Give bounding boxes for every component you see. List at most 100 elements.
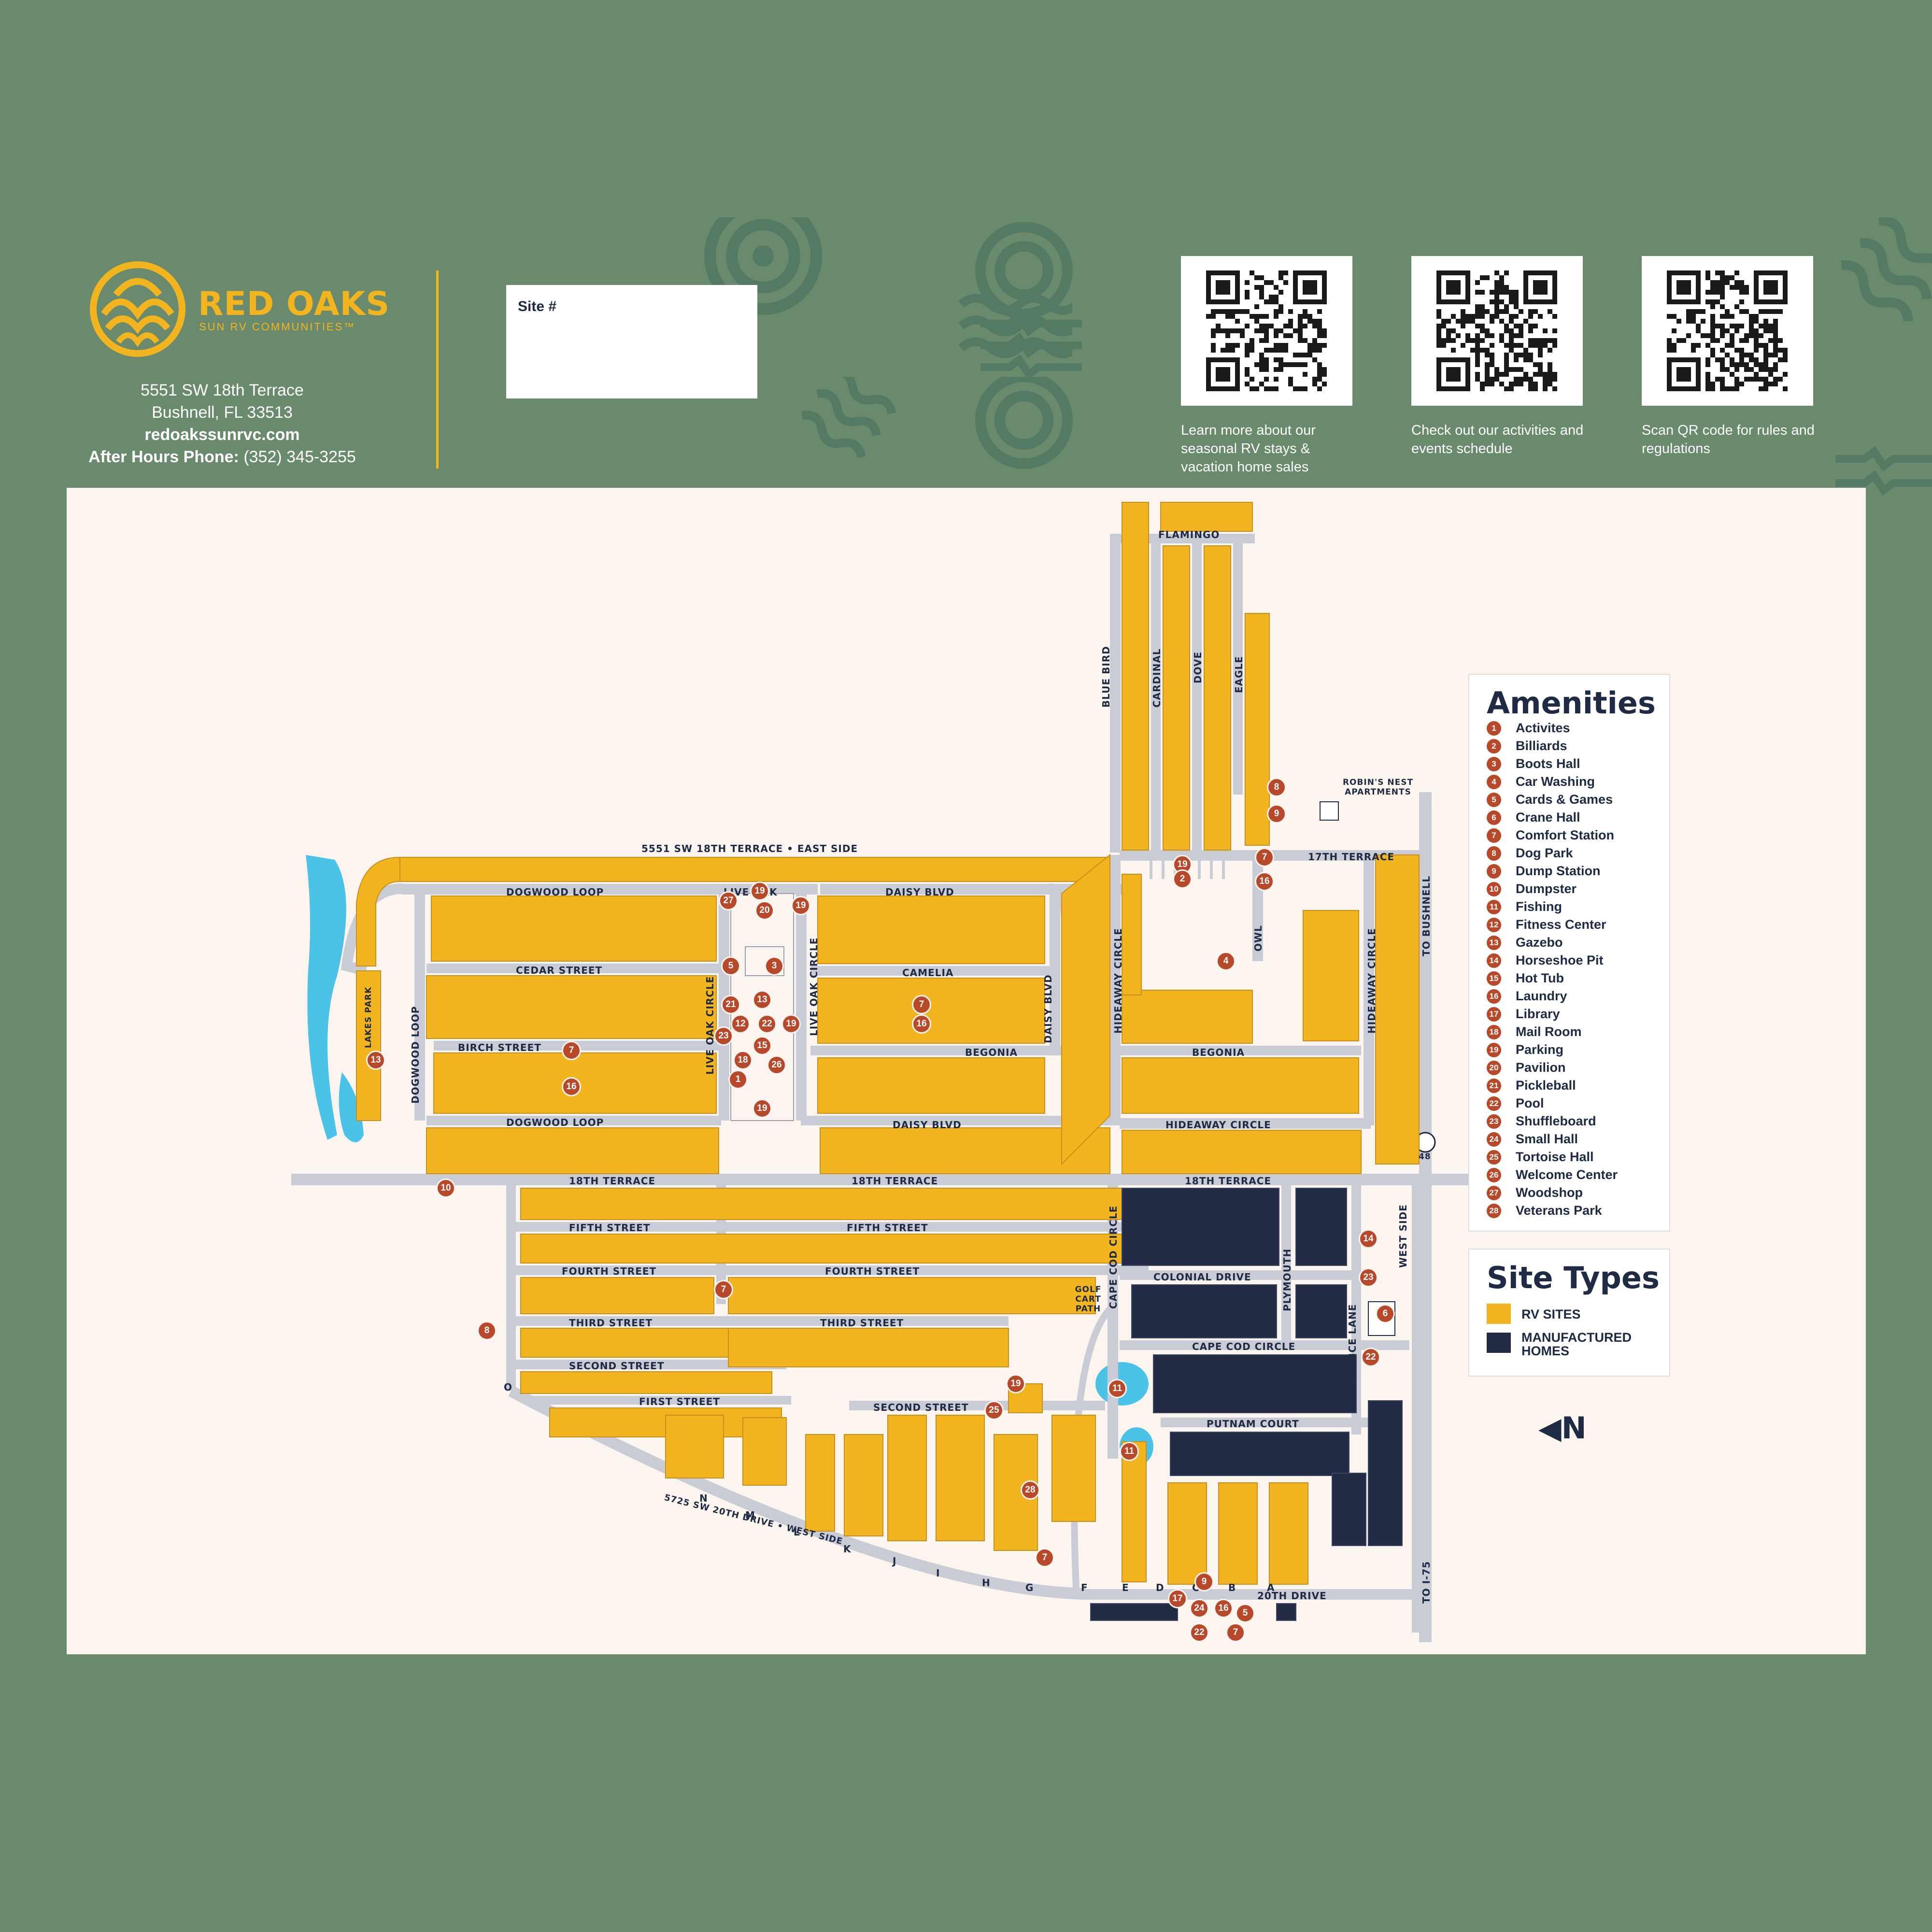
wave-decoration [975, 222, 1073, 319]
amenity-marker[interactable]: 7 [1226, 1623, 1245, 1642]
amenity-marker[interactable]: 25 [984, 1401, 1004, 1420]
amenity-marker[interactable]: 3 [765, 956, 784, 976]
street-label-cape-cod-vertical: CAPE COD CIRCLE [1108, 1205, 1119, 1309]
amenity-label: Comfort Station [1516, 828, 1614, 842]
road-dogwood-bottom [426, 1116, 721, 1125]
amenity-number: 16 [1487, 989, 1501, 1004]
amenity-label: Gazebo [1516, 935, 1563, 950]
amenity-marker[interactable]: 19 [750, 881, 769, 901]
wave-decoration [1841, 217, 1932, 322]
street-label-plymouth: PLYMOUTH [1281, 1248, 1293, 1311]
amenity-marker[interactable]: 27 [719, 891, 738, 910]
road-west-side-right [1412, 1183, 1421, 1633]
amenity-marker[interactable]: 2 [1173, 869, 1192, 889]
amenity-marker[interactable]: 7 [1255, 848, 1274, 867]
site-types-legend: Site Types RV SITES MANUFACTURED HOMES [1468, 1249, 1670, 1377]
row-letter: G [1025, 1582, 1034, 1593]
amenity-number: 1 [1487, 721, 1501, 736]
street-label-colonial: COLONIAL DRIVE [1153, 1271, 1251, 1283]
website-link[interactable]: redoakssunrvc.com [144, 426, 300, 444]
amenity-marker[interactable]: 12 [731, 1014, 750, 1034]
amenity-marker[interactable]: 7 [1035, 1548, 1054, 1567]
amenity-marker[interactable]: 1 [728, 1070, 748, 1089]
street-label-dogwood-loop-bottom: DOGWOOD LOOP [506, 1117, 604, 1128]
amenity-marker[interactable]: 21 [721, 995, 740, 1014]
amenity-marker[interactable]: 15 [753, 1036, 772, 1055]
amenity-marker[interactable]: 10 [436, 1179, 455, 1198]
site-number-box[interactable]: Site # [506, 285, 757, 398]
wave-decoration [1835, 446, 1932, 496]
amenity-label: Fishing [1516, 899, 1562, 914]
qr-code-stays[interactable] [1181, 256, 1352, 406]
amenity-marker[interactable]: 8 [477, 1321, 497, 1340]
amenity-number: 24 [1487, 1132, 1501, 1147]
amenity-marker[interactable]: 18 [733, 1051, 753, 1070]
amenity-label: Crane Hall [1516, 810, 1580, 824]
street-label-daisy-vertical: DAISY BLVD [1042, 974, 1054, 1043]
street-label-camelia: CAMELIA [902, 967, 954, 979]
amenity-marker[interactable]: 19 [753, 1099, 772, 1118]
road-second-left [506, 1360, 786, 1369]
amenity-marker[interactable]: 19 [1006, 1374, 1025, 1393]
amenity-marker[interactable]: 19 [781, 1014, 801, 1034]
amenity-marker[interactable]: 22 [1190, 1623, 1209, 1642]
amenity-marker[interactable]: 16 [912, 1014, 931, 1034]
amenity-marker[interactable]: 24 [1190, 1599, 1209, 1618]
amenity-label: Dumpster [1516, 881, 1577, 896]
lake [306, 855, 346, 1140]
amenity-label: Fitness Center [1516, 917, 1606, 932]
amenity-marker[interactable]: 17 [1168, 1589, 1187, 1608]
row-letter: N [699, 1492, 708, 1504]
amenity-marker[interactable]: 23 [1359, 1268, 1378, 1287]
amenity-marker[interactable]: 7 [714, 1280, 733, 1299]
amenity-marker[interactable]: 8 [1267, 778, 1286, 797]
amenity-marker[interactable]: 19 [791, 896, 810, 915]
amenity-marker[interactable]: 5 [721, 956, 740, 976]
road-colonial [1120, 1270, 1361, 1280]
amenity-marker[interactable]: 14 [1359, 1229, 1378, 1249]
amenity-marker[interactable]: 4 [1216, 952, 1236, 971]
amenity-label: Parking [1516, 1042, 1564, 1057]
qr-code-activities[interactable] [1411, 256, 1583, 406]
phone-number[interactable]: (352) 345-3255 [243, 448, 356, 466]
amenity-marker[interactable]: 11 [1120, 1442, 1139, 1461]
amenity-marker[interactable]: 9 [1267, 804, 1286, 824]
road-18th-terrace [291, 1174, 1634, 1185]
row-letter: L [794, 1526, 800, 1538]
amenity-marker[interactable]: 13 [753, 990, 772, 1009]
amenity-number: 7 [1487, 828, 1501, 843]
manufactured-homes [1090, 1188, 1403, 1621]
amenity-marker[interactable]: 7 [562, 1041, 581, 1060]
amenity-number: 19 [1487, 1042, 1501, 1057]
amenity-marker[interactable]: 26 [767, 1055, 786, 1075]
amenity-marker[interactable]: 23 [714, 1026, 733, 1046]
qr-code-rules[interactable] [1642, 256, 1813, 406]
amenity-marker[interactable]: 9 [1194, 1572, 1214, 1591]
amenity-marker[interactable]: 16 [1214, 1599, 1233, 1618]
amenity-number: 27 [1487, 1185, 1501, 1200]
amenity-marker[interactable]: 13 [366, 1051, 385, 1070]
wave-decoration [975, 377, 1073, 469]
amenity-marker[interactable]: 6 [1376, 1304, 1395, 1323]
amenity-marker[interactable]: 5 [1236, 1604, 1255, 1623]
amenity-marker[interactable]: 7 [912, 995, 931, 1014]
amenity-marker[interactable]: 11 [1108, 1379, 1127, 1398]
street-label-dogwood-loop: DOGWOOD LOOP [506, 886, 604, 898]
amenity-label: Mail Room [1516, 1024, 1582, 1039]
amenity-marker[interactable]: 22 [757, 1014, 777, 1034]
street-label-18th-terrace: 18TH TERRACE [569, 1175, 656, 1187]
amenity-marker[interactable]: 20 [755, 901, 774, 920]
north-arrow-icon: ◀ [1538, 1410, 1562, 1446]
amenity-marker[interactable]: 28 [1021, 1480, 1040, 1500]
amenity-marker[interactable]: 16 [1255, 872, 1274, 891]
amenity-marker[interactable]: 16 [562, 1077, 581, 1096]
amenity-marker[interactable]: 22 [1361, 1348, 1380, 1367]
row-letter: D [1156, 1582, 1165, 1593]
